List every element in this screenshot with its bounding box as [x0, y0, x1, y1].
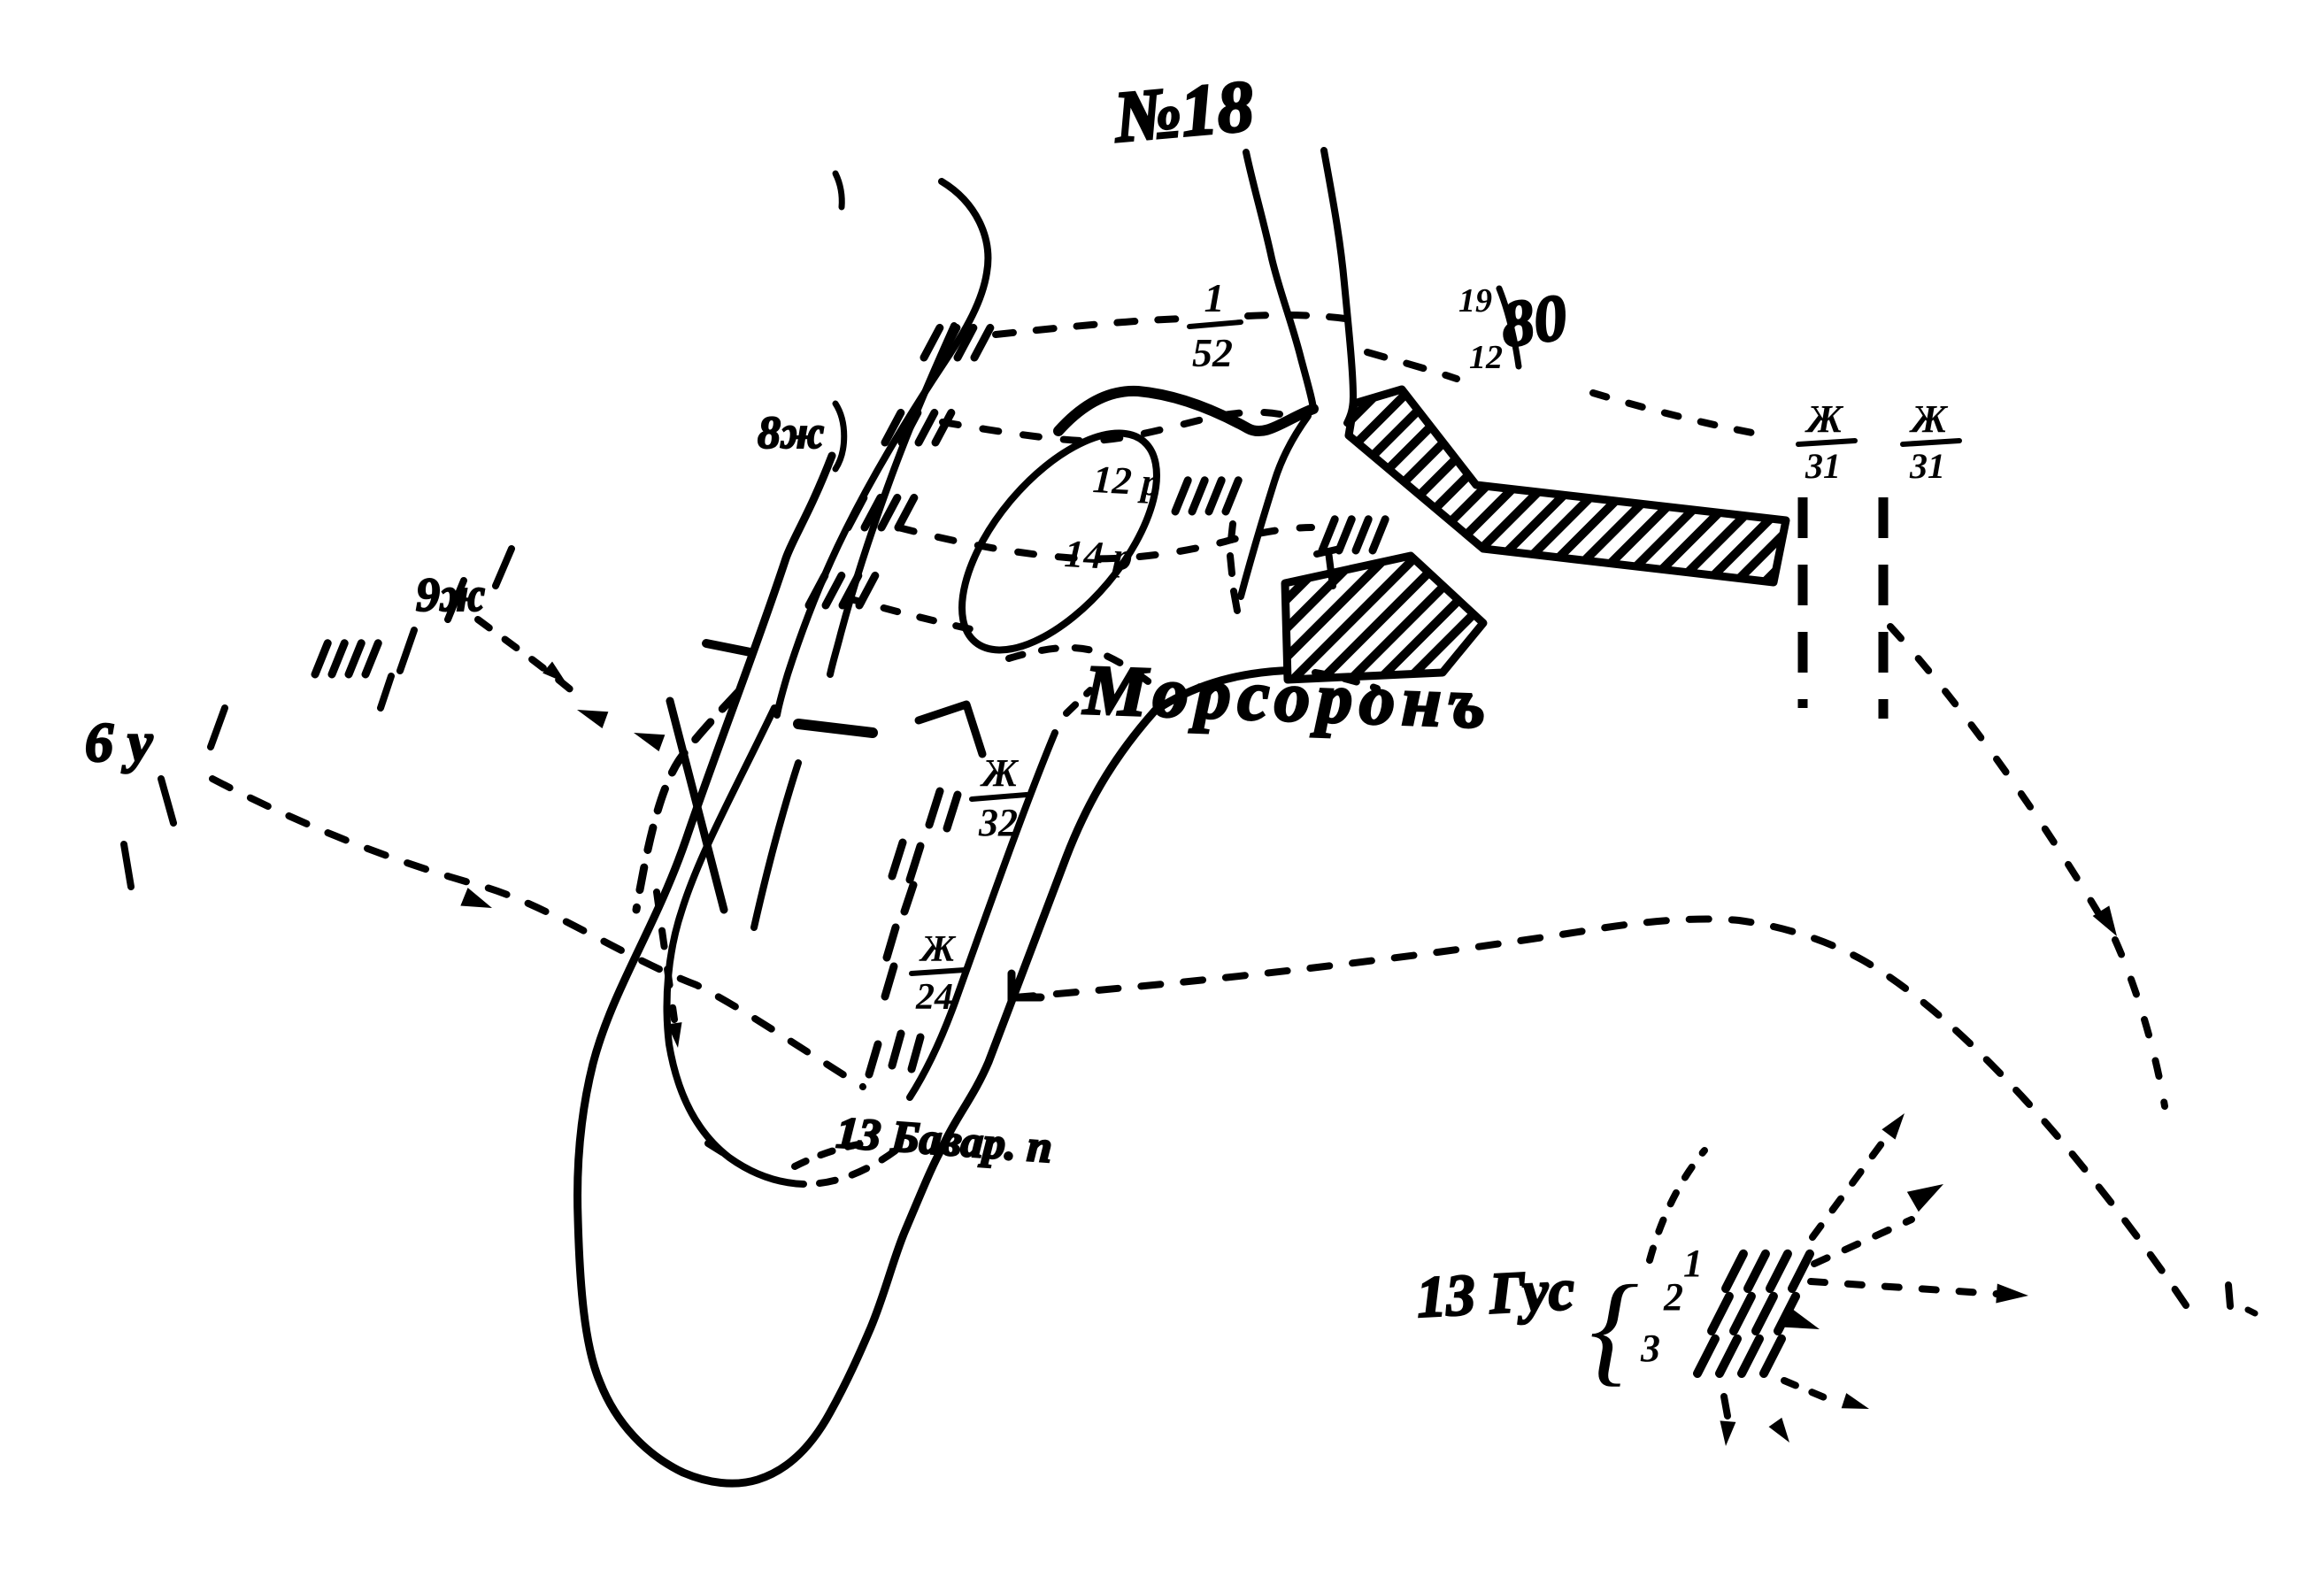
svg-text:13 Гус: 13 Гус	[1415, 1258, 1576, 1330]
svg-text:№18: №18	[1110, 65, 1257, 158]
svg-text:24: 24	[915, 977, 953, 1018]
svg-text:Ж: Ж	[1909, 397, 1949, 441]
svg-text:Ж: Ж	[980, 751, 1020, 795]
svg-text:Ж: Ж	[919, 929, 957, 970]
svg-text:Ж: Ж	[1805, 397, 1844, 441]
svg-text:31: 31	[1805, 446, 1841, 486]
svg-text:3: 3	[1640, 1327, 1660, 1370]
svg-text:1: 1	[1204, 275, 1225, 320]
svg-text:19: 19	[1458, 282, 1492, 319]
svg-text:1: 1	[1683, 1242, 1703, 1285]
svg-text:12: 12	[1469, 339, 1503, 376]
svg-text:32: 32	[978, 801, 1018, 844]
svg-text:{: {	[1589, 1260, 1639, 1397]
svg-text:80: 80	[1497, 281, 1572, 362]
svg-text:2: 2	[1663, 1275, 1683, 1319]
svg-text:31: 31	[1909, 446, 1945, 486]
svg-text:12 р: 12 р	[1091, 458, 1161, 504]
svg-text:Морсоронъ: Морсоронъ	[1081, 651, 1494, 743]
svg-text:8ж: 8ж	[758, 408, 825, 458]
svg-text:52: 52	[1192, 330, 1233, 375]
svg-text:6 у: 6 у	[85, 711, 153, 773]
